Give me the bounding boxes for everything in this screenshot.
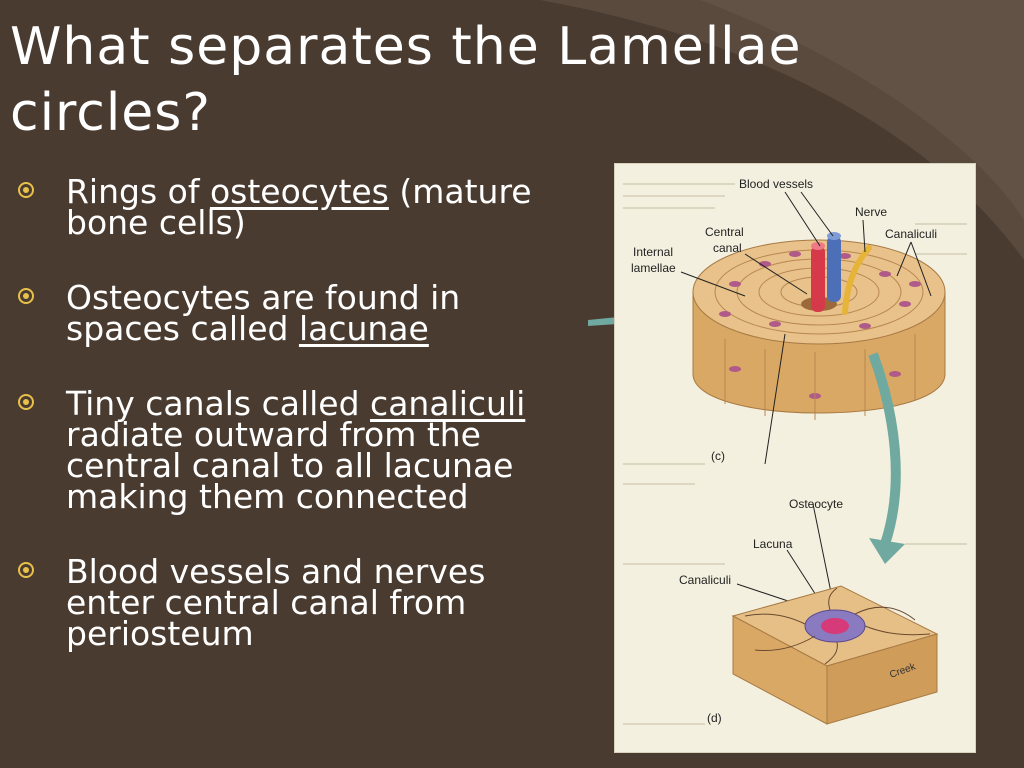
- bullet-text-post: (mature bone cells): [66, 172, 532, 242]
- bullet-ring-icon: [18, 288, 34, 304]
- bullet-text-post: radiate outward from the central canal t…: [66, 415, 514, 516]
- zoom-arrow-icon: [868, 352, 901, 546]
- bullet-text-pre: Blood vessels and nerves enter central c…: [66, 552, 486, 653]
- bullet-item: Tiny canals called canaliculi radiate ou…: [18, 387, 578, 513]
- label-internal-lamellae-line1: Internal: [633, 245, 673, 259]
- blood-vessels: [811, 232, 872, 315]
- label-canaliculi-top: Canaliculi: [885, 227, 937, 241]
- slide-title: What separates the Lamellae circles?: [10, 17, 802, 143]
- bullet-list: Rings of osteocytes (mature bone cells) …: [18, 175, 578, 650]
- label-nerve: Nerve: [855, 205, 887, 219]
- bullet-ring-icon: [18, 394, 34, 410]
- bullet-text-pre: Tiny canals called: [66, 384, 371, 423]
- label-central-canal-line2: canal: [713, 241, 742, 255]
- bullet-ring-icon: [18, 562, 34, 578]
- bullet-item: Blood vessels and nerves enter central c…: [18, 555, 578, 650]
- bullet-term: lacunae: [298, 309, 429, 348]
- label-panel-c: (c): [711, 449, 725, 463]
- lacuna-block: [731, 585, 939, 725]
- bullet-item: Osteocytes are found in spaces called la…: [18, 281, 578, 345]
- osteon-figure: Blood vessels Nerve Central canal Canali…: [614, 163, 976, 753]
- label-internal-lamellae-line2: lamellae: [631, 261, 676, 275]
- label-lacuna: Lacuna: [753, 537, 793, 551]
- label-canaliculi-bottom: Canaliculi: [679, 573, 731, 587]
- bullet-text-pre: Rings of: [66, 172, 210, 211]
- osteon-diagram: Blood vessels Nerve Central canal Canali…: [623, 177, 967, 725]
- label-panel-d: (d): [707, 711, 722, 725]
- bullet-text-pre: Osteocytes are found in spaces called: [66, 278, 461, 348]
- label-osteocyte: Osteocyte: [789, 497, 843, 511]
- bullet-ring-icon: [18, 182, 34, 198]
- background-text-lines: [623, 183, 967, 725]
- bullet-term: canaliculi: [370, 384, 526, 423]
- bullet-term: osteocytes: [209, 172, 389, 211]
- label-blood-vessels: Blood vessels: [739, 177, 813, 191]
- bullet-item: Rings of osteocytes (mature bone cells): [18, 175, 578, 239]
- label-central-canal-line1: Central: [705, 225, 744, 239]
